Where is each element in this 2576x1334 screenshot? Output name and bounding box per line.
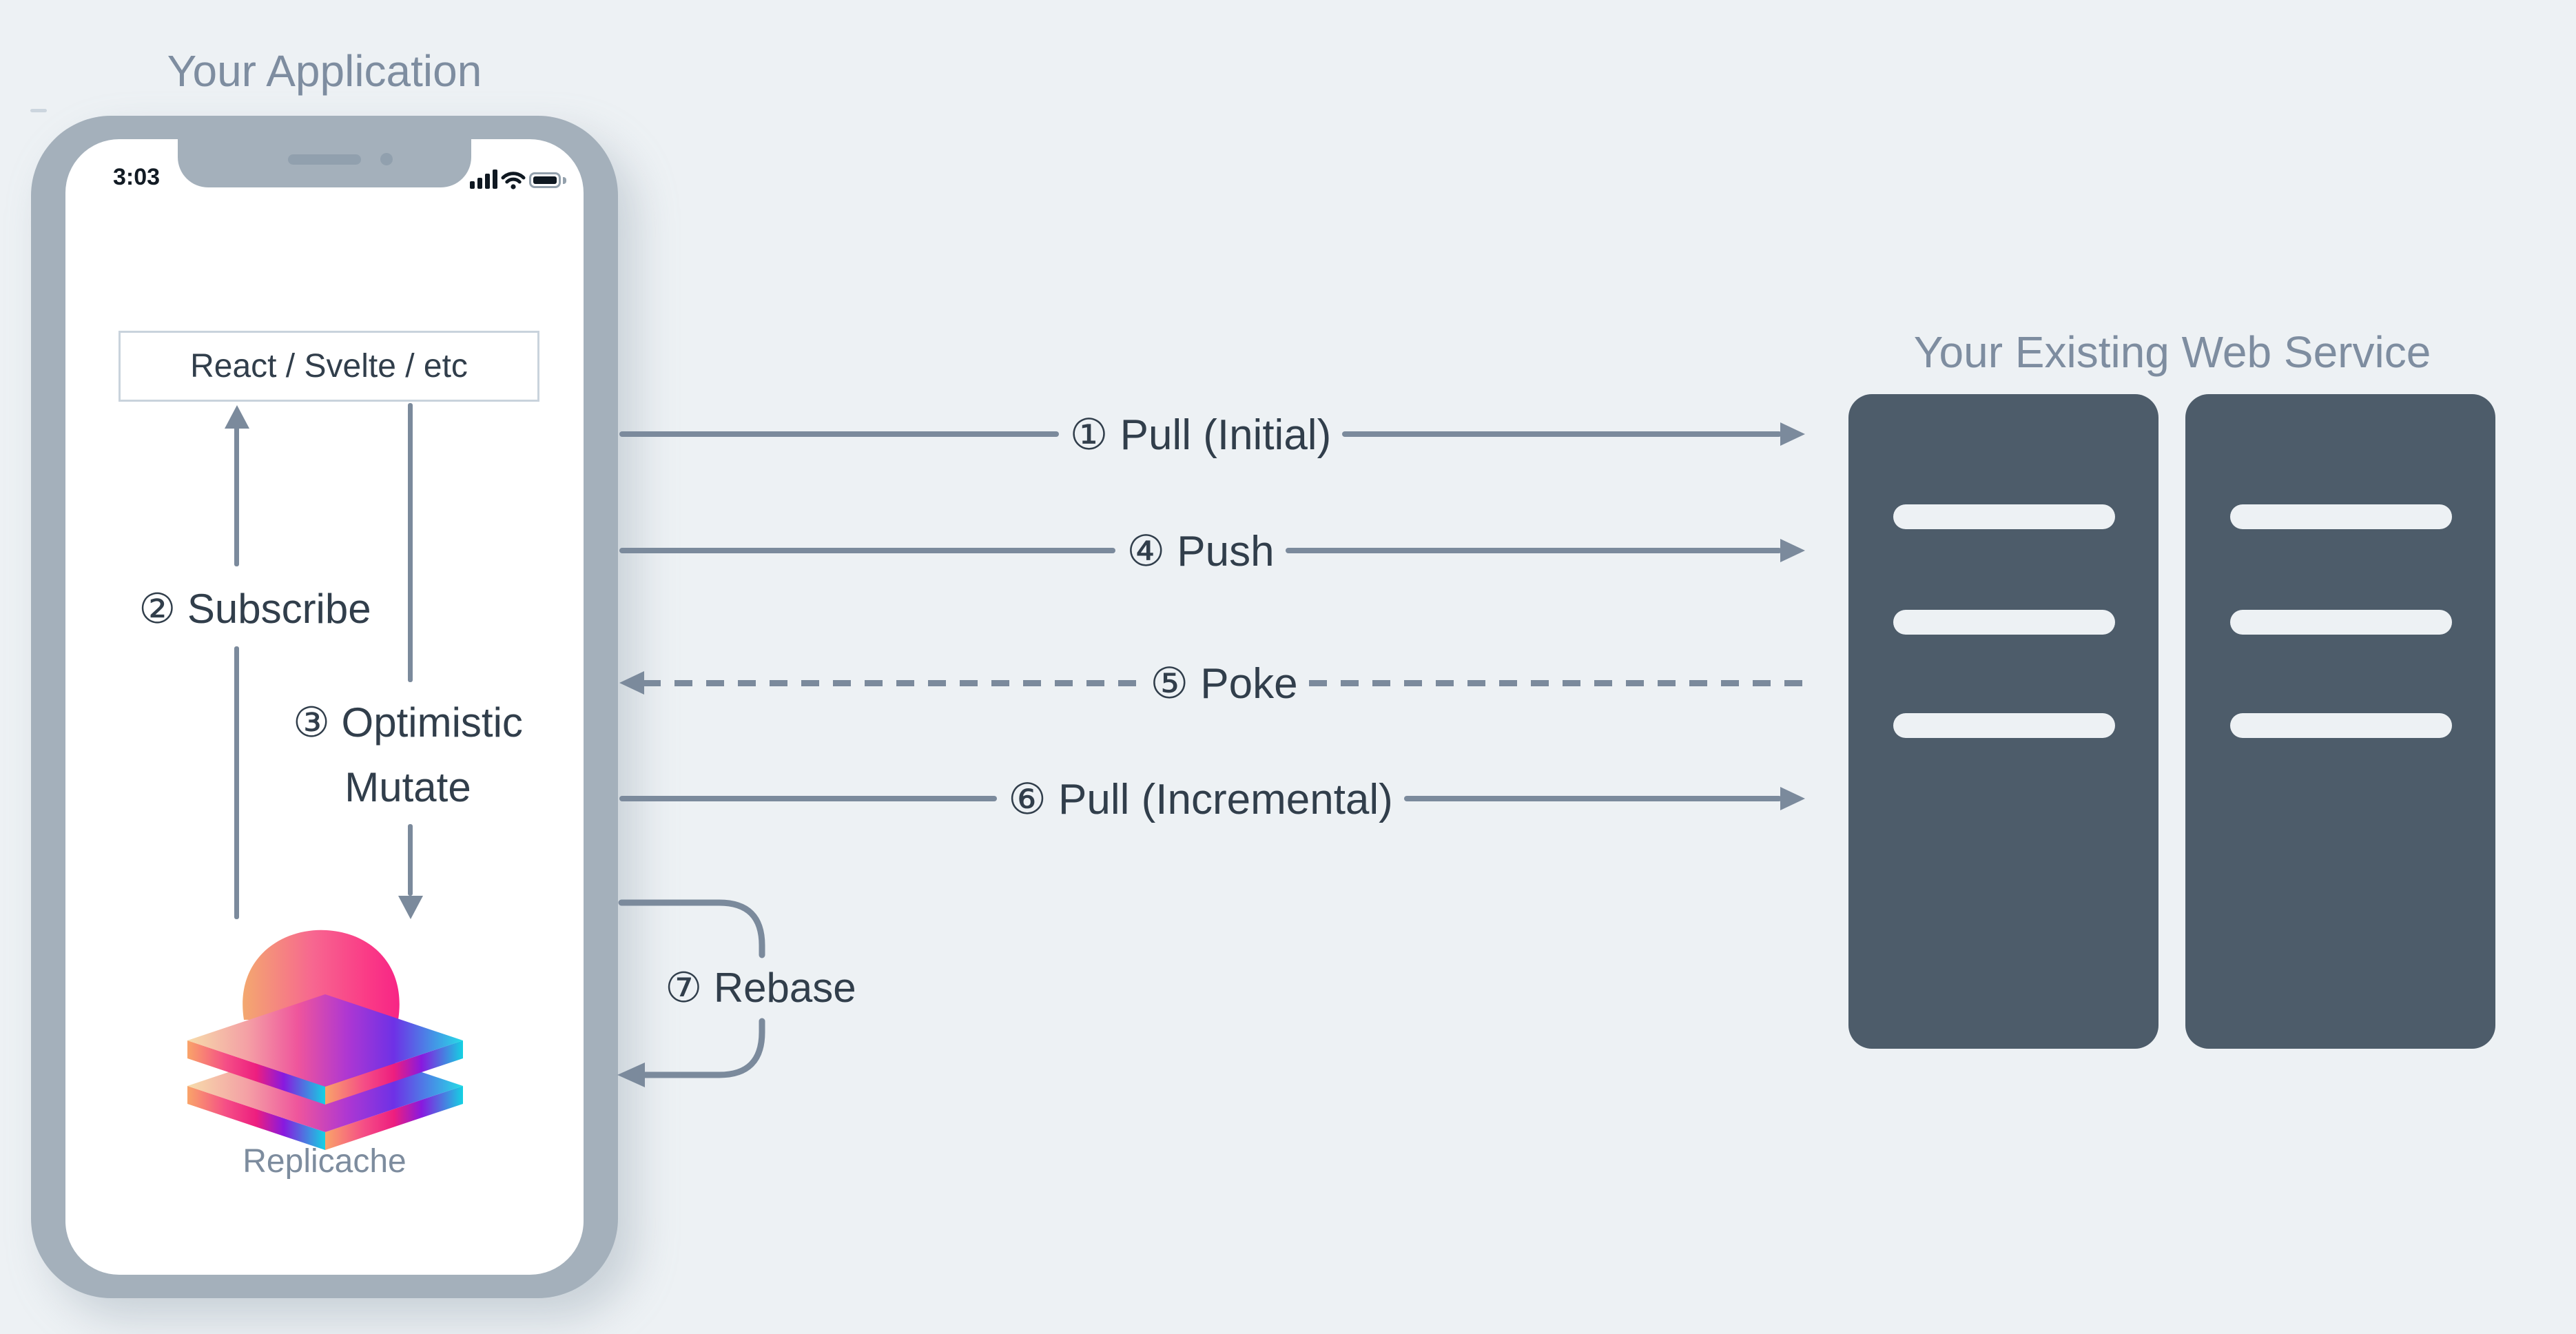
flow-line	[1342, 431, 1782, 437]
subscribe-arrow-line	[234, 646, 239, 919]
flow-line	[619, 431, 1059, 437]
mutate-arrow-line	[408, 403, 413, 682]
rebase-label: ⑦ Rebase	[665, 965, 856, 1011]
framework-box-label: React / Svelte / etc	[190, 348, 468, 384]
server-rack-left	[1848, 394, 2158, 1049]
flow-line	[1403, 796, 1782, 801]
arrowhead-left-icon	[619, 671, 644, 695]
subscribe-label: ② Subscribe	[138, 586, 371, 632]
speaker-grille-icon	[288, 154, 361, 165]
flow-push-label: ④ Push	[1126, 527, 1275, 575]
camera-dot-icon	[380, 153, 393, 165]
flow-poke: ⑤ Poke	[619, 655, 1805, 710]
flow-push: ④ Push	[619, 523, 1805, 578]
wifi-icon	[501, 172, 526, 189]
flow-line	[619, 548, 1116, 553]
status-time: 3:03	[112, 164, 161, 190]
flow-pull-incremental-label: ⑥ Pull (Incremental)	[1008, 775, 1393, 823]
flow-poke-label: ⑤ Poke	[1150, 659, 1298, 708]
battery-nub	[563, 177, 566, 184]
flow-pull-initial-label: ① Pull (Initial)	[1069, 411, 1332, 459]
server-rack-right	[2185, 394, 2495, 1049]
server-slot	[2230, 504, 2452, 529]
mutate-arrow-line	[408, 824, 413, 896]
server-slot	[2230, 713, 2452, 738]
flow-dashed-line	[1308, 679, 1805, 686]
replicache-logo	[187, 930, 463, 1150]
server-slot	[1893, 504, 2115, 529]
flow-line	[1285, 548, 1782, 553]
replicache-label: Replicache	[243, 1143, 406, 1180]
server-slot	[2230, 610, 2452, 635]
decorative-dash	[30, 109, 47, 112]
battery-icon	[529, 172, 561, 188]
subscribe-arrow-line	[234, 426, 239, 566]
flow-dashed-line	[643, 679, 1140, 686]
flow-pull-initial: ① Pull (Initial)	[619, 407, 1806, 462]
flow-line	[619, 796, 998, 801]
server-slot	[1893, 713, 2115, 738]
signal-icon	[470, 170, 497, 189]
server-slot	[1893, 610, 2115, 635]
framework-box: React / Svelte / etc	[119, 331, 539, 402]
service-title: Your Existing Web Service	[1913, 327, 2431, 377]
rebase-loop-arrow	[617, 899, 765, 1087]
subscribe-arrowhead-up-icon	[225, 405, 249, 429]
optimistic-mutate-label: ③ Optimistic Mutate	[293, 699, 523, 810]
mutate-arrowhead-down-icon	[398, 896, 423, 919]
arrowhead-right-icon	[1780, 787, 1806, 810]
flow-pull-incremental: ⑥ Pull (Incremental)	[619, 771, 1806, 826]
arrowhead-right-icon	[1780, 422, 1806, 446]
arrowhead-right-icon	[1780, 539, 1805, 562]
app-title: Your Application	[167, 46, 482, 96]
